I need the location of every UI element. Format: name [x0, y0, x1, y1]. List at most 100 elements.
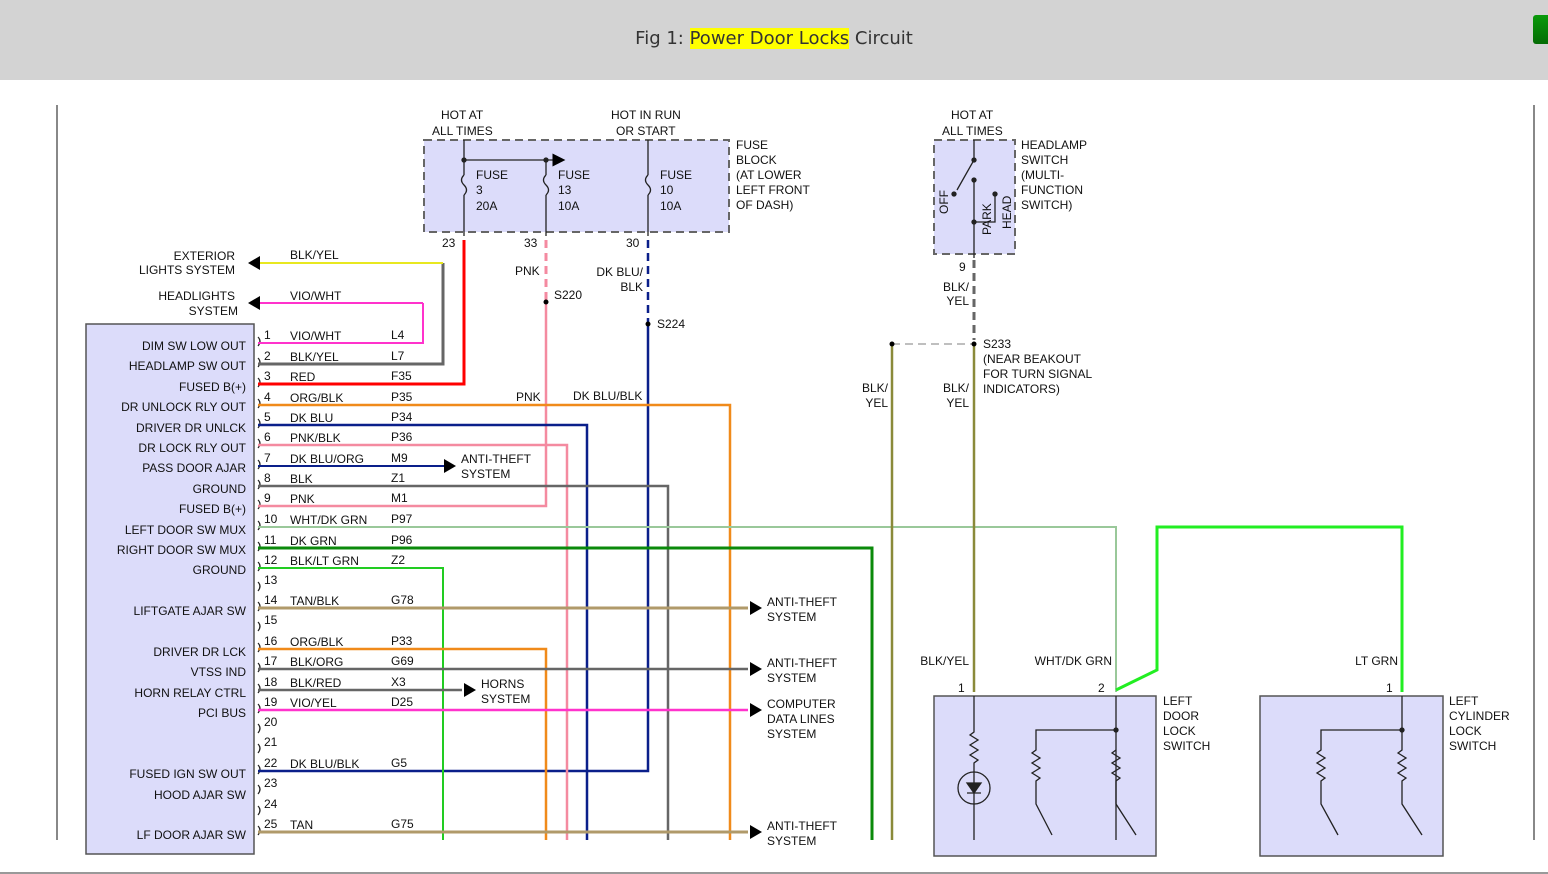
pin-circuit: P96 — [391, 533, 413, 547]
fuse-pin-30: 30 — [626, 236, 640, 250]
wire-label-blkyel-s233-1: BLK/ — [943, 280, 970, 294]
pin-number: 22 — [264, 756, 278, 770]
fuse-internal-wiring — [460, 140, 652, 236]
wire-red-f35 — [258, 240, 466, 386]
pin-function: DR UNLOCK RLY OUT — [121, 400, 247, 414]
pin-wire-color: DK BLU/ORG — [290, 452, 364, 466]
pin-wire-color: DK BLU — [290, 411, 333, 425]
arrow-antitheft-25 — [750, 825, 762, 839]
pin-wire-color: DK GRN — [290, 534, 337, 548]
fuse-3-number: 3 — [476, 183, 483, 197]
left-cylinder-switch-label-3: LOCK — [1449, 724, 1482, 738]
pin-wire-color: PNK/BLK — [290, 431, 341, 445]
pin-circuit: L4 — [391, 328, 405, 342]
wire-label-whtdkgrn-switch: WHT/DK GRN — [1035, 654, 1112, 668]
connector-icon — [257, 662, 261, 673]
switch-hot-1: HOT AT — [951, 108, 994, 122]
fuse-block-label-4: LEFT FRONT — [736, 183, 810, 197]
dest-horns-1: HORNS — [481, 677, 524, 691]
headlamp-switch-label-4: FUNCTION — [1021, 183, 1083, 197]
dest-horns-2: SYSTEM — [481, 692, 530, 706]
splice-s220-dot — [543, 299, 549, 305]
dest-antitheft-7-1: ANTI-THEFT — [461, 452, 532, 466]
pin-wire-color: TAN — [290, 818, 313, 832]
pin-circuit: L7 — [391, 349, 405, 363]
pin-number: 12 — [264, 553, 278, 567]
fuse-13-number: 13 — [558, 183, 572, 197]
wire-dkblublk-g5 — [258, 325, 650, 773]
wire-label-blkyel-right-1: BLK/ — [943, 381, 970, 395]
fuse-pin-23: 23 — [442, 236, 456, 250]
pin-number: 11 — [264, 533, 277, 547]
connector-icon — [257, 561, 261, 572]
figure-caption: Fig 1: Power Door Locks Circuit — [0, 28, 1548, 49]
pin-function: HOOD AJAR SW — [154, 788, 247, 802]
splice-s233-label-2: (NEAR BEAKOUT — [983, 352, 1082, 366]
wire-label-blkyel-s233-2: YEL — [946, 294, 969, 308]
left-door-lock-switch-internal — [957, 696, 1137, 840]
caption-suffix: Circuit — [849, 28, 913, 49]
dest-computer-1: COMPUTER — [767, 697, 836, 711]
connector-icon — [257, 642, 261, 653]
pin-function: DRIVER DR LCK — [153, 645, 246, 659]
wire-ltgrn — [1115, 525, 1404, 692]
pin-number: 24 — [264, 797, 278, 811]
splice-s224-label: S224 — [657, 317, 685, 331]
connector-icon — [257, 541, 261, 552]
left-cylinder-switch-label-2: CYLINDER — [1449, 709, 1510, 723]
splice-s220-label: S220 — [554, 288, 582, 302]
wire-whtdkgrn-p97 — [258, 526, 1117, 692]
fuse-hot-left-1: HOT AT — [441, 108, 484, 122]
headlamp-switch-label-3: (MULTI- — [1021, 168, 1064, 182]
pin-function: PASS DOOR AJAR — [142, 461, 246, 475]
pin-function: FUSED B(+) — [179, 380, 246, 394]
pin-function: HEADLAMP SW OUT — [129, 359, 247, 373]
pin-circuit: M9 — [391, 451, 408, 465]
splice-left-dot — [889, 341, 895, 347]
pin-circuit: M1 — [391, 491, 408, 505]
wire-dkblu-p34 — [258, 423, 589, 840]
pin-circuit: P34 — [391, 410, 413, 424]
bottom-divider — [0, 872, 1548, 874]
connector-icon — [257, 418, 261, 429]
fuse-10-number: 10 — [660, 183, 674, 197]
wire-blkyel-l7 — [258, 263, 445, 366]
pin-number: 1 — [264, 328, 271, 342]
splice-s233-label-4: INDICATORS) — [983, 382, 1060, 396]
connector-icon — [257, 357, 261, 368]
pin-number: 15 — [264, 613, 278, 627]
headlamp-switch-label-5: SWITCH) — [1021, 198, 1072, 212]
connector-icon — [257, 621, 261, 632]
pin-function: FUSED IGN SW OUT — [129, 767, 246, 781]
pin-wire-color: ORG/BLK — [290, 391, 343, 405]
arrow-computer — [750, 703, 762, 717]
pin-function: LEFT DOOR SW MUX — [125, 523, 246, 537]
wire-label-dkblublk-top-1: DK BLU/ — [596, 265, 643, 279]
pin-circuit: P36 — [391, 430, 413, 444]
wire-label-blkyel-left-1: BLK/ — [862, 381, 889, 395]
pin-wire-color: TAN/BLK — [290, 594, 339, 608]
left-door-lock-switch-box — [933, 695, 1157, 857]
module-pin-row: 13 — [257, 573, 278, 592]
wire-pnkblk-p36 — [258, 443, 569, 840]
headlamp-switch-label-1: HEADLAMP — [1021, 138, 1087, 152]
left-door-switch-label-2: DOOR — [1163, 709, 1199, 723]
wire-blkltgrn-z2 — [258, 567, 444, 840]
fuse-block-label-5: OF DASH) — [736, 198, 793, 212]
dest-headlights-1: HEADLIGHTS — [158, 289, 235, 303]
green-action-button[interactable] — [1533, 15, 1548, 44]
arrow-headlights — [248, 296, 260, 310]
pin-circuit: P35 — [391, 390, 413, 404]
connector-icon — [257, 336, 261, 347]
pin-function: LIFTGATE AJAR SW — [134, 604, 247, 618]
fuse-block-label-1: FUSE — [736, 138, 768, 152]
